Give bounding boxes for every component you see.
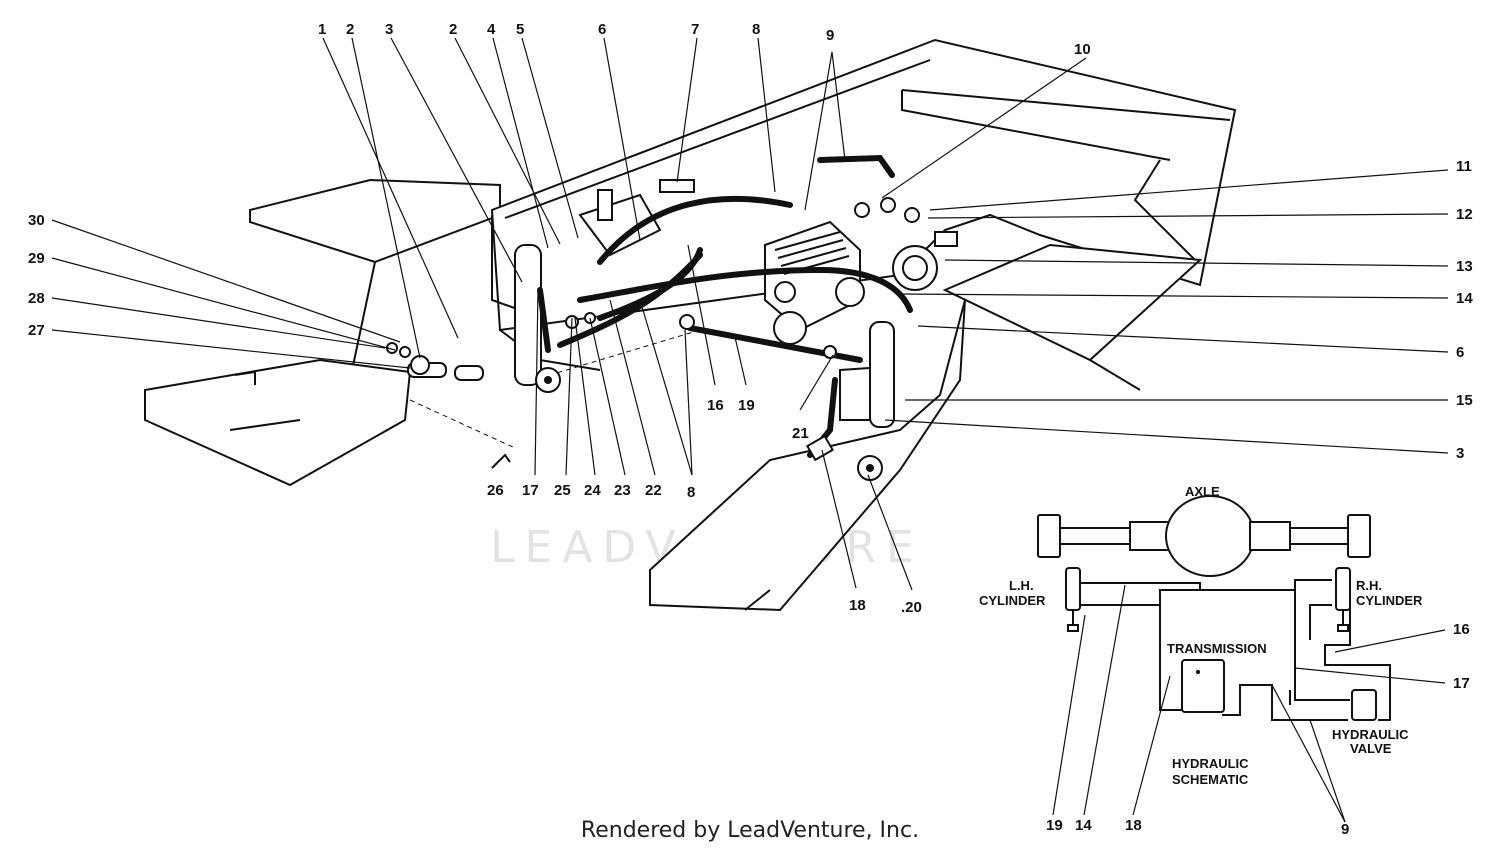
hydraulic-schematic: AXLE L.H. CYLINDER R.H. CYLINDER TRANSMI…	[979, 484, 1470, 838]
callout-19: 19	[738, 397, 755, 414]
callout-5: 5	[516, 21, 524, 38]
callout-23: 23	[614, 482, 631, 499]
schematic-title-2: SCHEMATIC	[1172, 772, 1249, 787]
callout-3: 3	[1456, 445, 1464, 462]
footer-credit: Rendered by LeadVenture, Inc.	[580, 818, 920, 843]
vehicle-frame	[144, 38, 1237, 612]
callout-29: 29	[28, 250, 45, 267]
schematic-callout-19: 19	[1046, 817, 1063, 834]
callout-4: 4	[487, 21, 496, 38]
callout-27: 27	[28, 322, 45, 339]
callout-28: 28	[28, 290, 45, 307]
schematic-callout-14: 14	[1075, 817, 1092, 834]
callout-18: 18	[849, 597, 866, 614]
callout-3: 3	[385, 21, 393, 38]
schematic-callout-18: 18	[1125, 817, 1142, 834]
callout-labels: 1 2 3 2 4 5 6 7 8 9 10 11 12 13 14 6 15 …	[28, 21, 1473, 616]
callout-30: 30	[28, 212, 45, 229]
schematic-rh-label-1: R.H.	[1356, 578, 1382, 593]
callout-8: 8	[687, 484, 695, 501]
leader-lines	[51, 37, 1449, 591]
callout-22: 22	[645, 482, 662, 499]
schematic-callout-17: 17	[1453, 675, 1470, 692]
schematic-lh-label-2: CYLINDER	[979, 593, 1046, 608]
callout-20: .20	[901, 599, 922, 616]
schematic-lh-label-1: L.H.	[1009, 578, 1034, 593]
schematic-title-1: HYDRAULIC	[1172, 756, 1249, 771]
callout-6: 6	[598, 21, 606, 38]
schematic-rh-label-2: CYLINDER	[1356, 593, 1423, 608]
callout-17: 17	[522, 482, 539, 499]
callout-26: 26	[487, 482, 504, 499]
hydraulic-components	[386, 154, 958, 481]
callout-2: 2	[449, 21, 457, 38]
callout-7: 7	[691, 21, 699, 38]
callout-11: 11	[1456, 158, 1472, 175]
callout-16: 16	[707, 397, 724, 414]
callout-2: 2	[346, 21, 354, 38]
callout-13: 13	[1456, 258, 1473, 275]
callout-14: 14	[1456, 290, 1473, 307]
schematic-axle-label: AXLE	[1185, 484, 1220, 499]
callout-6: 6	[1456, 344, 1464, 361]
callout-21: 21	[792, 425, 809, 442]
callout-24: 24	[584, 482, 601, 499]
callout-1: 1	[318, 21, 326, 38]
callout-25: 25	[554, 482, 571, 499]
callout-9: 9	[826, 27, 834, 44]
callout-12: 12	[1456, 206, 1473, 223]
schematic-transmission-label: TRANSMISSION	[1167, 641, 1267, 656]
schematic-valve-label-2: VALVE	[1350, 741, 1392, 756]
callout-10: 10	[1074, 41, 1091, 58]
schematic-valve-label-1: HYDRAULIC	[1332, 727, 1409, 742]
schematic-callout-16: 16	[1453, 621, 1470, 638]
schematic-callout-9: 9	[1341, 821, 1349, 838]
callout-8: 8	[752, 21, 760, 38]
callout-15: 15	[1456, 392, 1473, 409]
